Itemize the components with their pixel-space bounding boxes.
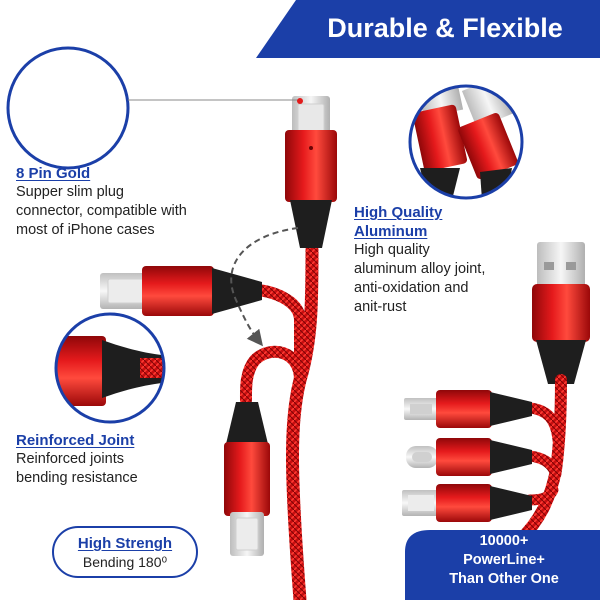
braided-cable xyxy=(524,402,564,446)
braided-cable xyxy=(524,450,562,480)
feature-description: Bending 180⁰ xyxy=(82,554,168,570)
feature-high-strength: High Strengh Bending 180⁰ xyxy=(52,526,198,578)
micro-usb-plug xyxy=(404,390,532,428)
feature-title: 8 Pin Gold xyxy=(16,165,91,182)
bend-arrow xyxy=(230,227,299,347)
feature-reinforced-joint: Reinforced Joint Reinforced joints bendi… xyxy=(16,431,216,488)
feature-title: High Quality Aluminum xyxy=(354,204,443,240)
zoom-circle-joint xyxy=(54,312,166,424)
feature-aluminum: High Quality Aluminum High quality alumi… xyxy=(354,203,544,317)
lightning-plug-bottom xyxy=(224,402,270,556)
feature-description: High quality aluminum alloy joint, anti-… xyxy=(354,242,486,315)
lightning-plug-middle xyxy=(100,266,262,316)
feature-8pin-gold: 8 Pin Gold Supper slim plug connector, c… xyxy=(16,164,236,240)
badge-background xyxy=(405,530,600,600)
feature-title: High Strengh xyxy=(77,535,173,552)
banner-background xyxy=(256,0,600,58)
braided-cable xyxy=(239,345,306,406)
feature-description: Supper slim plug connector, compatible w… xyxy=(16,184,187,238)
braided-cable xyxy=(249,284,307,376)
usb-c-plug xyxy=(406,438,532,476)
zoom-circle-8pin xyxy=(6,46,303,170)
braided-cable xyxy=(524,484,559,506)
lightning-plug-right xyxy=(402,484,532,522)
feature-description: Reinforced joints bending resistance xyxy=(16,451,138,486)
page-title: Durable & Flexible xyxy=(327,13,563,43)
lightning-plug-top xyxy=(285,96,337,248)
badge-text: 10000+ PowerLine+ Than Other One xyxy=(449,533,559,587)
feature-title: Reinforced Joint xyxy=(16,432,135,449)
zoom-circle-aluminum xyxy=(408,84,524,200)
usb-a-plug xyxy=(532,242,590,384)
